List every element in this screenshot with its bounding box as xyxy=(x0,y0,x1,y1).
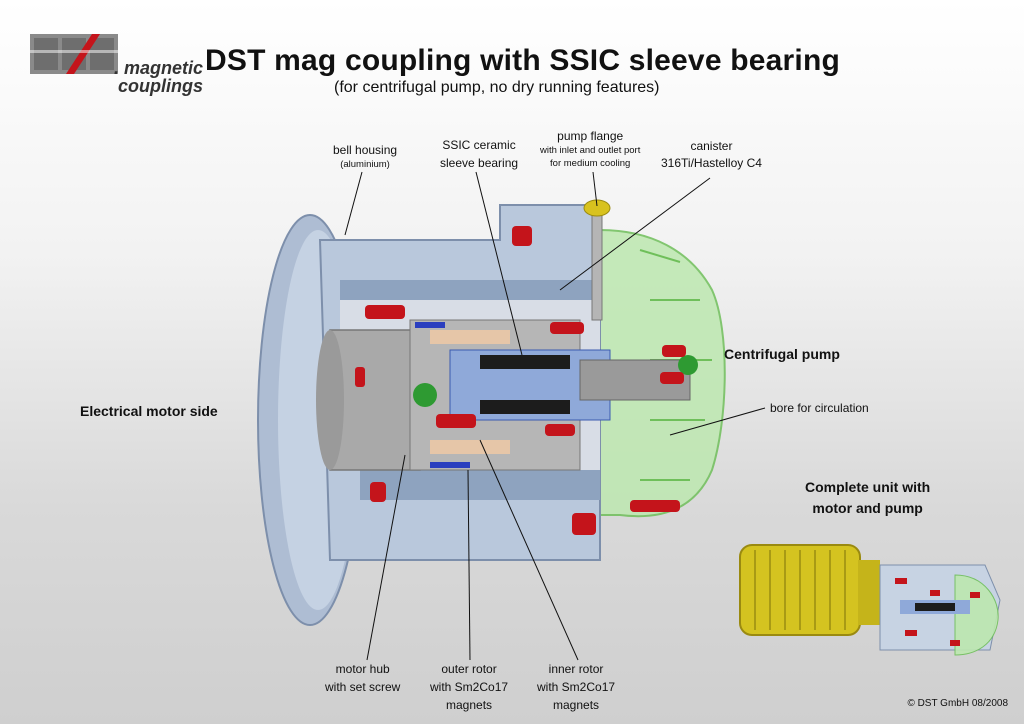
outer-rotor-line3: magnets xyxy=(446,698,493,712)
complete-unit-line1: Complete unit with xyxy=(805,479,931,495)
pump-flange-line2: with inlet and outlet port xyxy=(540,145,641,156)
ssic-line2: sleeve bearing xyxy=(440,156,519,170)
pump-flange-line3: for medium cooling xyxy=(550,158,631,169)
label-motor-hub: motor hub with set screw xyxy=(325,660,400,696)
inner-rotor-line1: inner rotor xyxy=(548,662,604,676)
logo-line1: . magnetic xyxy=(114,58,204,78)
dst-logo-mark-icon xyxy=(30,34,118,74)
complete-unit-thumbnail xyxy=(739,544,1001,656)
bell-housing-line1: bell housing xyxy=(333,143,398,157)
label-inner-rotor: inner rotor with Sm2Co17 magnets xyxy=(537,660,615,714)
label-bell-housing: bell housing (aluminium) xyxy=(333,142,397,171)
logo-line2: couplings xyxy=(118,76,203,96)
brass-fitting xyxy=(583,199,611,217)
ssic-bearing-shape xyxy=(480,355,570,369)
bell-housing-line2: (aluminium) xyxy=(340,159,390,170)
outer-rotor-line2: with Sm2Co17 xyxy=(430,680,509,694)
ssic-line1: SSIC ceramic xyxy=(442,138,516,152)
label-outer-rotor: outer rotor with Sm2Co17 magnets xyxy=(430,660,508,714)
housing-bolts xyxy=(355,226,686,535)
inner-rotor-line3: magnets xyxy=(553,698,600,712)
label-bore: bore for circulation xyxy=(770,401,869,415)
copyright-text: © DST GmbH 08/2008 xyxy=(907,698,1008,709)
complete-unit-line2: motor and pump xyxy=(812,500,923,516)
dst-logo: . magnetic couplings xyxy=(30,30,205,100)
leader-lines xyxy=(344,171,766,661)
motor-hub-line2: with set screw xyxy=(325,680,401,694)
label-electrical-motor-side: Electrical motor side xyxy=(80,403,218,419)
label-pump-flange: pump flange with inlet and outlet port f… xyxy=(540,128,640,170)
inner-rotor-line2: with Sm2Co17 xyxy=(537,680,616,694)
label-centrifugal-pump: Centrifugal pump xyxy=(724,346,840,362)
label-complete-unit: Complete unit with motor and pump xyxy=(805,477,930,519)
outer-rotor-line1: outer rotor xyxy=(441,662,497,676)
label-ssic-bearing: SSIC ceramic sleeve bearing xyxy=(440,136,518,172)
canister-line1: canister xyxy=(690,139,733,153)
label-canister: canister 316Ti/Hastelloy C4 xyxy=(661,138,762,172)
page-title: DST mag coupling with SSIC sleeve bearin… xyxy=(205,44,840,77)
canister-line2: 316Ti/Hastelloy C4 xyxy=(661,156,762,170)
pump-flange-line1: pump flange xyxy=(557,129,624,143)
page-subtitle: (for centrifugal pump, no dry running fe… xyxy=(334,79,660,96)
motor-hub-line1: motor hub xyxy=(335,662,390,676)
